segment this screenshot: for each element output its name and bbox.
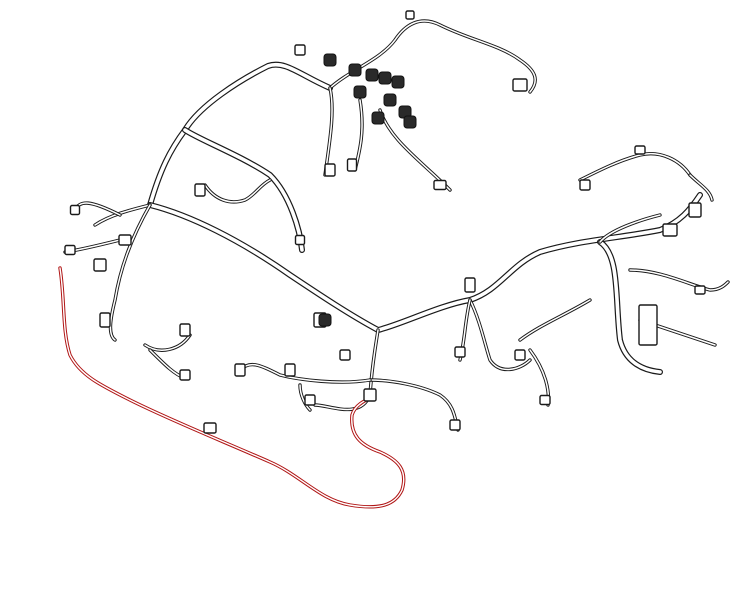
harness-branch-13-core: [469, 299, 531, 371]
connector-icon: [694, 285, 706, 295]
connector-icon: [512, 78, 528, 92]
harness-branch-18: [578, 152, 692, 182]
connector-icon: [449, 419, 461, 431]
harness-branch-22: [203, 178, 272, 204]
connector-icon: [203, 422, 217, 434]
harness-branch-11: [368, 378, 460, 432]
connector-icon: [179, 323, 191, 337]
harness-branch-5: [108, 203, 152, 342]
harness-branch-12-core: [239, 363, 371, 383]
dark-connector-icon: [371, 111, 385, 125]
connector-icon: [118, 234, 132, 246]
connector-icon: [64, 244, 76, 256]
harness-branch-20-core: [629, 269, 729, 291]
connector-icon: [433, 179, 447, 191]
harness-branch-8-core: [144, 334, 191, 351]
connector-icon: [454, 346, 466, 358]
connector-icon: [405, 10, 415, 20]
connector-icon: [346, 158, 358, 172]
harness-branch-17-core: [599, 214, 661, 243]
highlighted-branch-core: [59, 267, 405, 508]
dark-connector-icon: [383, 93, 397, 107]
highlighted-branch: [58, 266, 406, 509]
connector-icon: [638, 304, 658, 346]
connector-icon: [464, 277, 476, 293]
dark-connector-icon: [318, 313, 332, 327]
connector-icon: [363, 388, 377, 402]
dark-connector-icon: [353, 85, 367, 99]
dark-connector-icon: [323, 53, 337, 67]
harness-trunk-3-core: [598, 240, 662, 374]
connector-icon: [194, 183, 206, 197]
connector-icon: [688, 202, 702, 218]
dark-connector-icon: [365, 68, 379, 82]
dark-connector-icon: [378, 71, 392, 85]
connector-icon: [662, 223, 678, 237]
harness-branch-14-core: [519, 299, 591, 341]
harness-branch-18-core: [579, 153, 691, 181]
harness-branch-0-core: [329, 20, 536, 93]
connector-icon: [69, 204, 81, 216]
connector-icon: [514, 349, 526, 361]
connector-icon: [294, 44, 306, 56]
connector-icon: [284, 363, 296, 377]
connector-icon: [294, 234, 306, 246]
connector-icon: [539, 394, 551, 406]
harness-trunk-0-core: [148, 62, 332, 207]
harness-trunk-1-core: [148, 193, 702, 332]
harness-branch-0: [328, 19, 537, 94]
connector-icon: [93, 258, 107, 272]
connector-icon: [324, 163, 336, 177]
connector-icon: [304, 394, 316, 406]
dark-connector-icon: [391, 75, 405, 89]
connector-icon: [579, 179, 591, 191]
harness-branch-19-core: [689, 174, 713, 201]
harness-branch-23-core: [299, 384, 311, 411]
harness-trunk-2-core: [183, 128, 304, 252]
connector-icon: [234, 363, 246, 377]
dark-connector-icon: [348, 63, 362, 77]
harness-trunk-0: [147, 61, 333, 208]
harness-branch-5-core: [109, 204, 151, 341]
connector-icon: [634, 145, 646, 155]
dark-connector-icon: [403, 115, 417, 129]
harness-branch-22-core: [204, 179, 271, 203]
connector-icon: [179, 369, 191, 381]
connector-icon: [339, 349, 351, 361]
connector-icon: [99, 312, 111, 328]
harness-branch-4-core: [94, 204, 151, 226]
